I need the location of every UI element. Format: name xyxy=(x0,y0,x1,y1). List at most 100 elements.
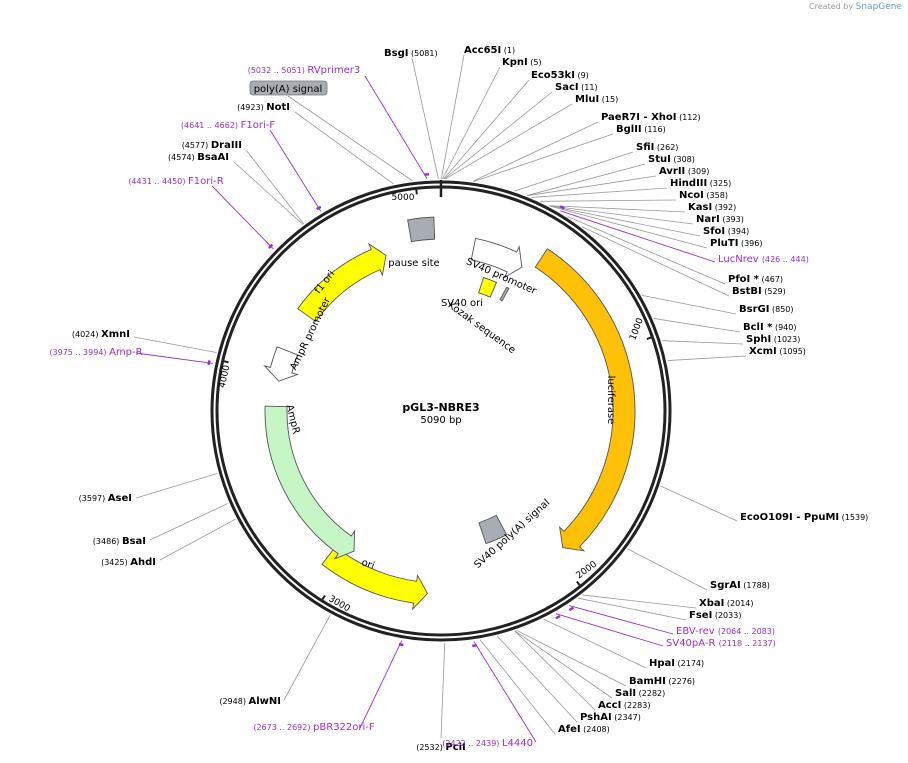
primer-range-ebv-rev: (2064 .. 2083) xyxy=(718,627,775,636)
site-line-sali xyxy=(514,630,613,699)
primer-range-pbr322ori-f: (2673 .. 2692) xyxy=(253,723,313,732)
primer-line-lucnrev xyxy=(560,210,716,263)
primer-mark-lucnrev xyxy=(559,205,565,210)
site-name-asei: AseI xyxy=(108,493,132,504)
primer-label-f1ori-r: (4431 .. 4450) F1ori-R xyxy=(128,176,223,187)
site-pos-mlui: (15) xyxy=(599,95,618,104)
site-label-pcii: (2532) PciI xyxy=(416,742,466,753)
site-name-fsei: FseI xyxy=(689,610,712,621)
site-name-hpai: HpaI xyxy=(649,658,675,669)
site-name-pshai: PshAI xyxy=(580,712,612,723)
site-pos-sphi: (1023) xyxy=(771,335,800,344)
labels: BsgI (5081)Acc65I (1)KpnI (5)Eco53kI (9)… xyxy=(49,45,868,753)
tick-5000 xyxy=(415,187,418,195)
site-line-avrii xyxy=(527,175,657,197)
site-label-stui: StuI (308) xyxy=(648,154,695,165)
site-name-alwni: AlwNI xyxy=(249,696,282,707)
site-label-avrii: AvrII (309) xyxy=(659,166,709,177)
site-pos-bamhi: (2276) xyxy=(666,677,695,686)
center-labels: pGL3-NBRE3 5090 bp xyxy=(402,401,479,426)
primer-name-sv40pa-r: SV40pA-R xyxy=(666,638,719,649)
site-name-bsaai: BsaAI xyxy=(197,152,229,163)
site-label-bsai: (3486) BsaI xyxy=(93,536,146,547)
site-name-bstbi: BstBI xyxy=(732,286,762,297)
site-name-eco53ki: Eco53kI xyxy=(531,70,575,81)
site-line-xmni xyxy=(133,336,217,353)
site-label-bcli: BclI * (940) xyxy=(743,322,796,333)
primer-range-l4440: (2422 .. 2439) xyxy=(442,739,502,748)
site-name-draiii: DraIII xyxy=(211,140,242,151)
site-pos-stui: (308) xyxy=(671,155,695,164)
site-label-fsei: FseI (2033) xyxy=(689,610,741,621)
site-line-sphi xyxy=(662,340,744,345)
site-line-draiii xyxy=(245,149,305,225)
site-pos-xbai: (2014) xyxy=(724,599,753,608)
site-line-afei xyxy=(479,639,556,735)
site-label-xmni: (4024) XmnI xyxy=(72,329,130,340)
site-name-sphi: SphI xyxy=(746,334,771,345)
site-name-bsai: BsaI xyxy=(122,536,146,547)
site-line-stui xyxy=(526,163,646,196)
site-label-bamhi: BamHI (2276) xyxy=(629,676,695,687)
site-label-asei: (3597) AseI xyxy=(79,493,132,504)
site-pos-kasi: (392) xyxy=(712,203,736,212)
site-pos-ecoo109i: (1539) xyxy=(839,513,868,522)
credit-text: Created by xyxy=(809,2,854,11)
site-label-sgrai: SgrAI (1788) xyxy=(710,580,770,591)
primer-name-ebv-rev: EBV-rev xyxy=(676,626,718,637)
site-pos-ncoi: (358) xyxy=(704,191,728,200)
site-name-kasi: KasI xyxy=(688,202,712,213)
site-line-alwni xyxy=(283,614,331,701)
site-label-eco53ki: Eco53kI (9) xyxy=(531,70,589,81)
site-name-ecoo109i: EcoO109I xyxy=(740,512,793,523)
site-pos-kpni: (5) xyxy=(528,58,542,67)
site-name-xbai: XbaI xyxy=(699,598,724,609)
site-name-bcli: BclI * xyxy=(743,322,773,333)
primer-name-lucnrev: LucNrev xyxy=(718,254,762,265)
site-line-sgrai xyxy=(627,548,708,591)
site-line-ahdi xyxy=(159,518,236,561)
site-pos-draiii: (4577) xyxy=(182,141,211,150)
tick-label-2000: 2000 xyxy=(575,559,600,581)
primer-line-f1ori-r xyxy=(211,185,274,250)
primer-label-rvprimer3: (5032 .. 5051) RVprimer3 xyxy=(248,65,361,76)
tick-label-5000: 5000 xyxy=(392,193,415,203)
site-label-pluti: PluTI (396) xyxy=(710,238,762,249)
primer-line-pbr322ori-f xyxy=(359,640,403,729)
site-name-kpni: KpnI xyxy=(502,57,528,68)
snapgene-credit: Created by SnapGene xyxy=(809,2,902,12)
site-line-eco53ki xyxy=(443,79,530,180)
primer-name-l4440: L4440 xyxy=(502,738,533,749)
site-label-xbai: XbaI (2014) xyxy=(699,598,754,609)
site-line-kasi xyxy=(548,205,686,213)
site-name-ahdi: AhdI xyxy=(130,557,156,568)
site-pos-xmni: (4024) xyxy=(72,330,101,339)
primer-line-amp-r xyxy=(135,352,213,364)
primer-label-sv40pa-r: SV40pA-R (2118 .. 2137) xyxy=(666,638,776,649)
feature-label-luciferase: luciferase xyxy=(605,376,616,425)
feature-poly-a-signal xyxy=(249,80,328,96)
site-name2-paer7i: - XhoI xyxy=(640,112,677,123)
features xyxy=(249,80,636,611)
site-pos-pshai: (2347) xyxy=(612,713,641,722)
site-name-mlui: MluI xyxy=(575,94,599,105)
primer-label-f1ori-f: (4641 .. 4662) F1ori-F xyxy=(181,120,275,131)
site-name-sfoi: SfoI xyxy=(703,226,725,237)
primer-range-f1ori-f: (4641 .. 4662) xyxy=(181,121,241,130)
primer-range-f1ori-r: (4431 .. 4450) xyxy=(128,177,188,186)
site-pos-bsai: (3486) xyxy=(93,537,122,546)
tick-label-1000: 1000 xyxy=(628,317,646,342)
site-name-bsgi: BsgI xyxy=(384,48,408,59)
site-line-kpni xyxy=(442,66,501,180)
site-line-bglii xyxy=(473,133,614,182)
site-label-sfoi: SfoI (394) xyxy=(703,226,749,237)
feature-label-pause-site: pause site xyxy=(388,258,439,269)
site-line-fsei xyxy=(577,597,687,621)
plasmid-name: pGL3-NBRE3 xyxy=(402,401,479,414)
site-line-bsgi xyxy=(411,57,439,180)
site-line-pcii xyxy=(440,642,446,739)
primer-line-rvprimer3 xyxy=(364,75,428,179)
site-label-ncoi: NcoI (358) xyxy=(679,190,728,201)
feature-line-poly-a-signal xyxy=(287,95,413,182)
site-label-bsrgi: BsrGI (850) xyxy=(739,304,794,315)
